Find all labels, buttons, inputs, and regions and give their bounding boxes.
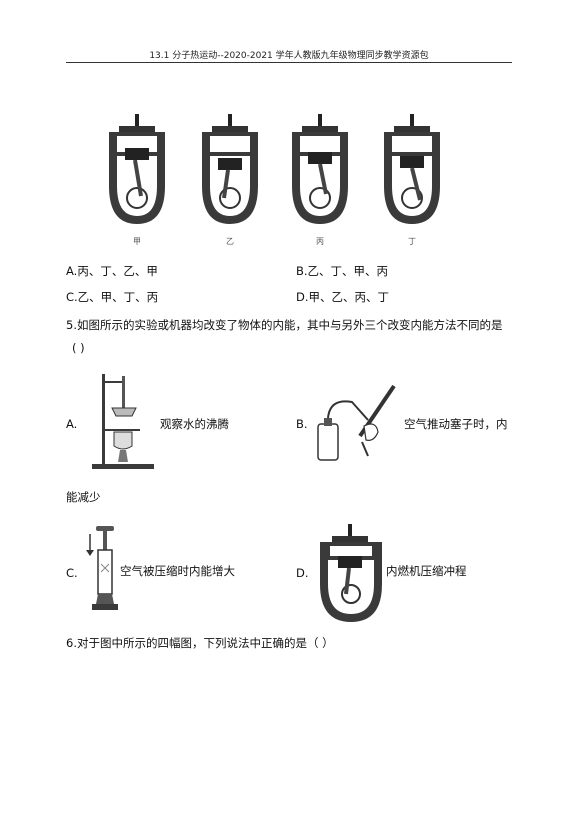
engine-figure-bing (288, 112, 352, 240)
engine-caption-ding: 丁 (408, 237, 416, 246)
q5-option-b-text: 空气推动塞子时，内 (404, 417, 508, 431)
q4-option-c: C.乙、甲、丁、丙 (66, 290, 159, 304)
q5-option-c-text: 空气被压缩时内能增大 (120, 564, 235, 578)
q4-option-d: D.甲、乙、丙、丁 (296, 290, 390, 304)
engine-figure-ding (380, 112, 444, 240)
q5-option-d-letter: D. (296, 566, 309, 580)
q5-option-c-letter: C. (66, 566, 78, 580)
engine-figure-yi (198, 112, 262, 240)
q5-option-a-text: 观察水的沸腾 (160, 417, 229, 431)
page-header: 13.1 分子热运动--2020-2021 学年人教版九年级物理同步教学资源包 (149, 51, 429, 61)
q6-stem: 6.对于图中所示的四幅图，下列说法中正确的是（ ） (66, 636, 334, 650)
compression-stroke-engine-figure (318, 524, 384, 624)
engine-caption-bing: 丙 (316, 237, 324, 246)
air-compression-cylinder-figure (84, 524, 118, 616)
engine-caption-yi: 乙 (226, 237, 234, 246)
engine-caption-jia: 甲 (133, 237, 141, 246)
q4-option-a: A.丙、丁、乙、甲 (66, 264, 158, 278)
q5-option-b-continuation: 能减少 (66, 490, 101, 504)
air-pushes-stopper-figure (312, 380, 402, 464)
q5-option-b-letter: B. (296, 417, 308, 431)
header-divider (66, 62, 512, 63)
q5-paren: ( ) (72, 341, 85, 355)
q5-stem: 5.如图所示的实验或机器均改变了物体的内能，其中与另外三个改变内能方法不同的是 (66, 318, 503, 332)
q5-option-a-letter: A. (66, 417, 78, 431)
boiling-water-apparatus-figure (88, 370, 158, 472)
q5-option-d-text: 内燃机压缩冲程 (386, 564, 467, 578)
q4-option-b: B.乙、丁、甲、丙 (296, 264, 389, 278)
engine-figure-jia (105, 112, 169, 240)
